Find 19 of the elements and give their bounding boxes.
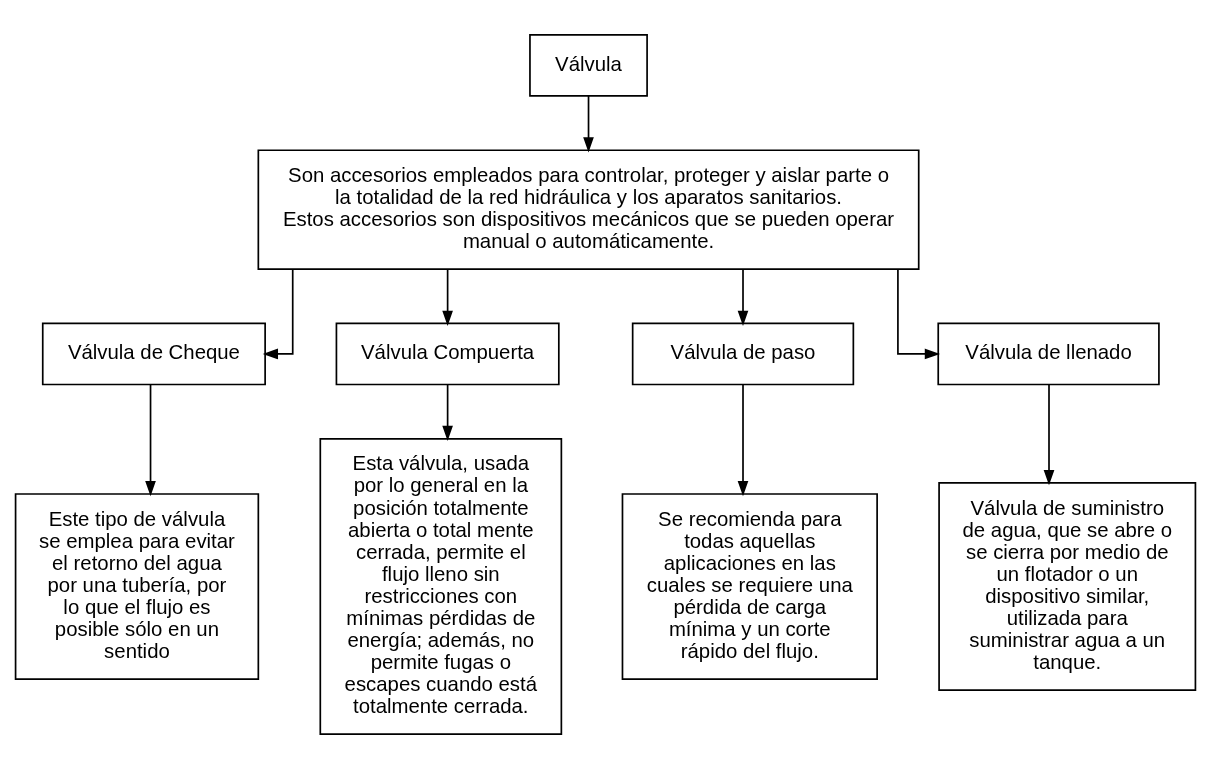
arrow <box>1043 383 1055 486</box>
node-box: Se recomienda para todas aquellas aplicaciones en las cuales se requiere una pérdida de carga mínima y un corte rápido del flujo. <box>621 493 878 680</box>
node-box: Válvula de llenado <box>937 322 1160 386</box>
arrow <box>737 268 749 326</box>
arrow <box>442 383 453 441</box>
node-box: Válvula de Cheque <box>41 322 266 386</box>
arrow <box>262 268 294 360</box>
arrow <box>897 268 941 360</box>
node-box: Son accesorios empleados para controlar, proteger y aislar parte o la totalidad de la red hidráulica y los aparatos sanitarios. Estos accesorios son dispositivos mecánicos que se pueden operar manual o automáticamente. <box>257 149 920 270</box>
node-box: Válvula de paso <box>631 322 855 386</box>
node-box: Este tipo de válvula se emplea para evitar el retorno del agua por una tubería, por lo que el flujo es posible sólo en un sentido <box>14 493 260 680</box>
node-box: Válvula <box>529 33 648 97</box>
node-box: Válvula Compuerta <box>335 322 560 386</box>
node-box: Esta válvula, usada por lo general en la posición totalmente abierta o total mente cerrada, permite el flujo lleno sin restricciones con mínimas pérdidas de energía; además, no permite fugas o escapes cuando está totalmente cerrada. <box>319 437 563 736</box>
arrow <box>145 383 156 497</box>
arrow <box>442 268 453 326</box>
arrow <box>737 383 749 497</box>
arrow <box>583 95 594 153</box>
node-box: Válvula de suministro de agua, que se abre o se cierra por medio de un flotador o un dispositivo similar, utilizada para suministrar agua a un tanque. <box>938 482 1197 691</box>
